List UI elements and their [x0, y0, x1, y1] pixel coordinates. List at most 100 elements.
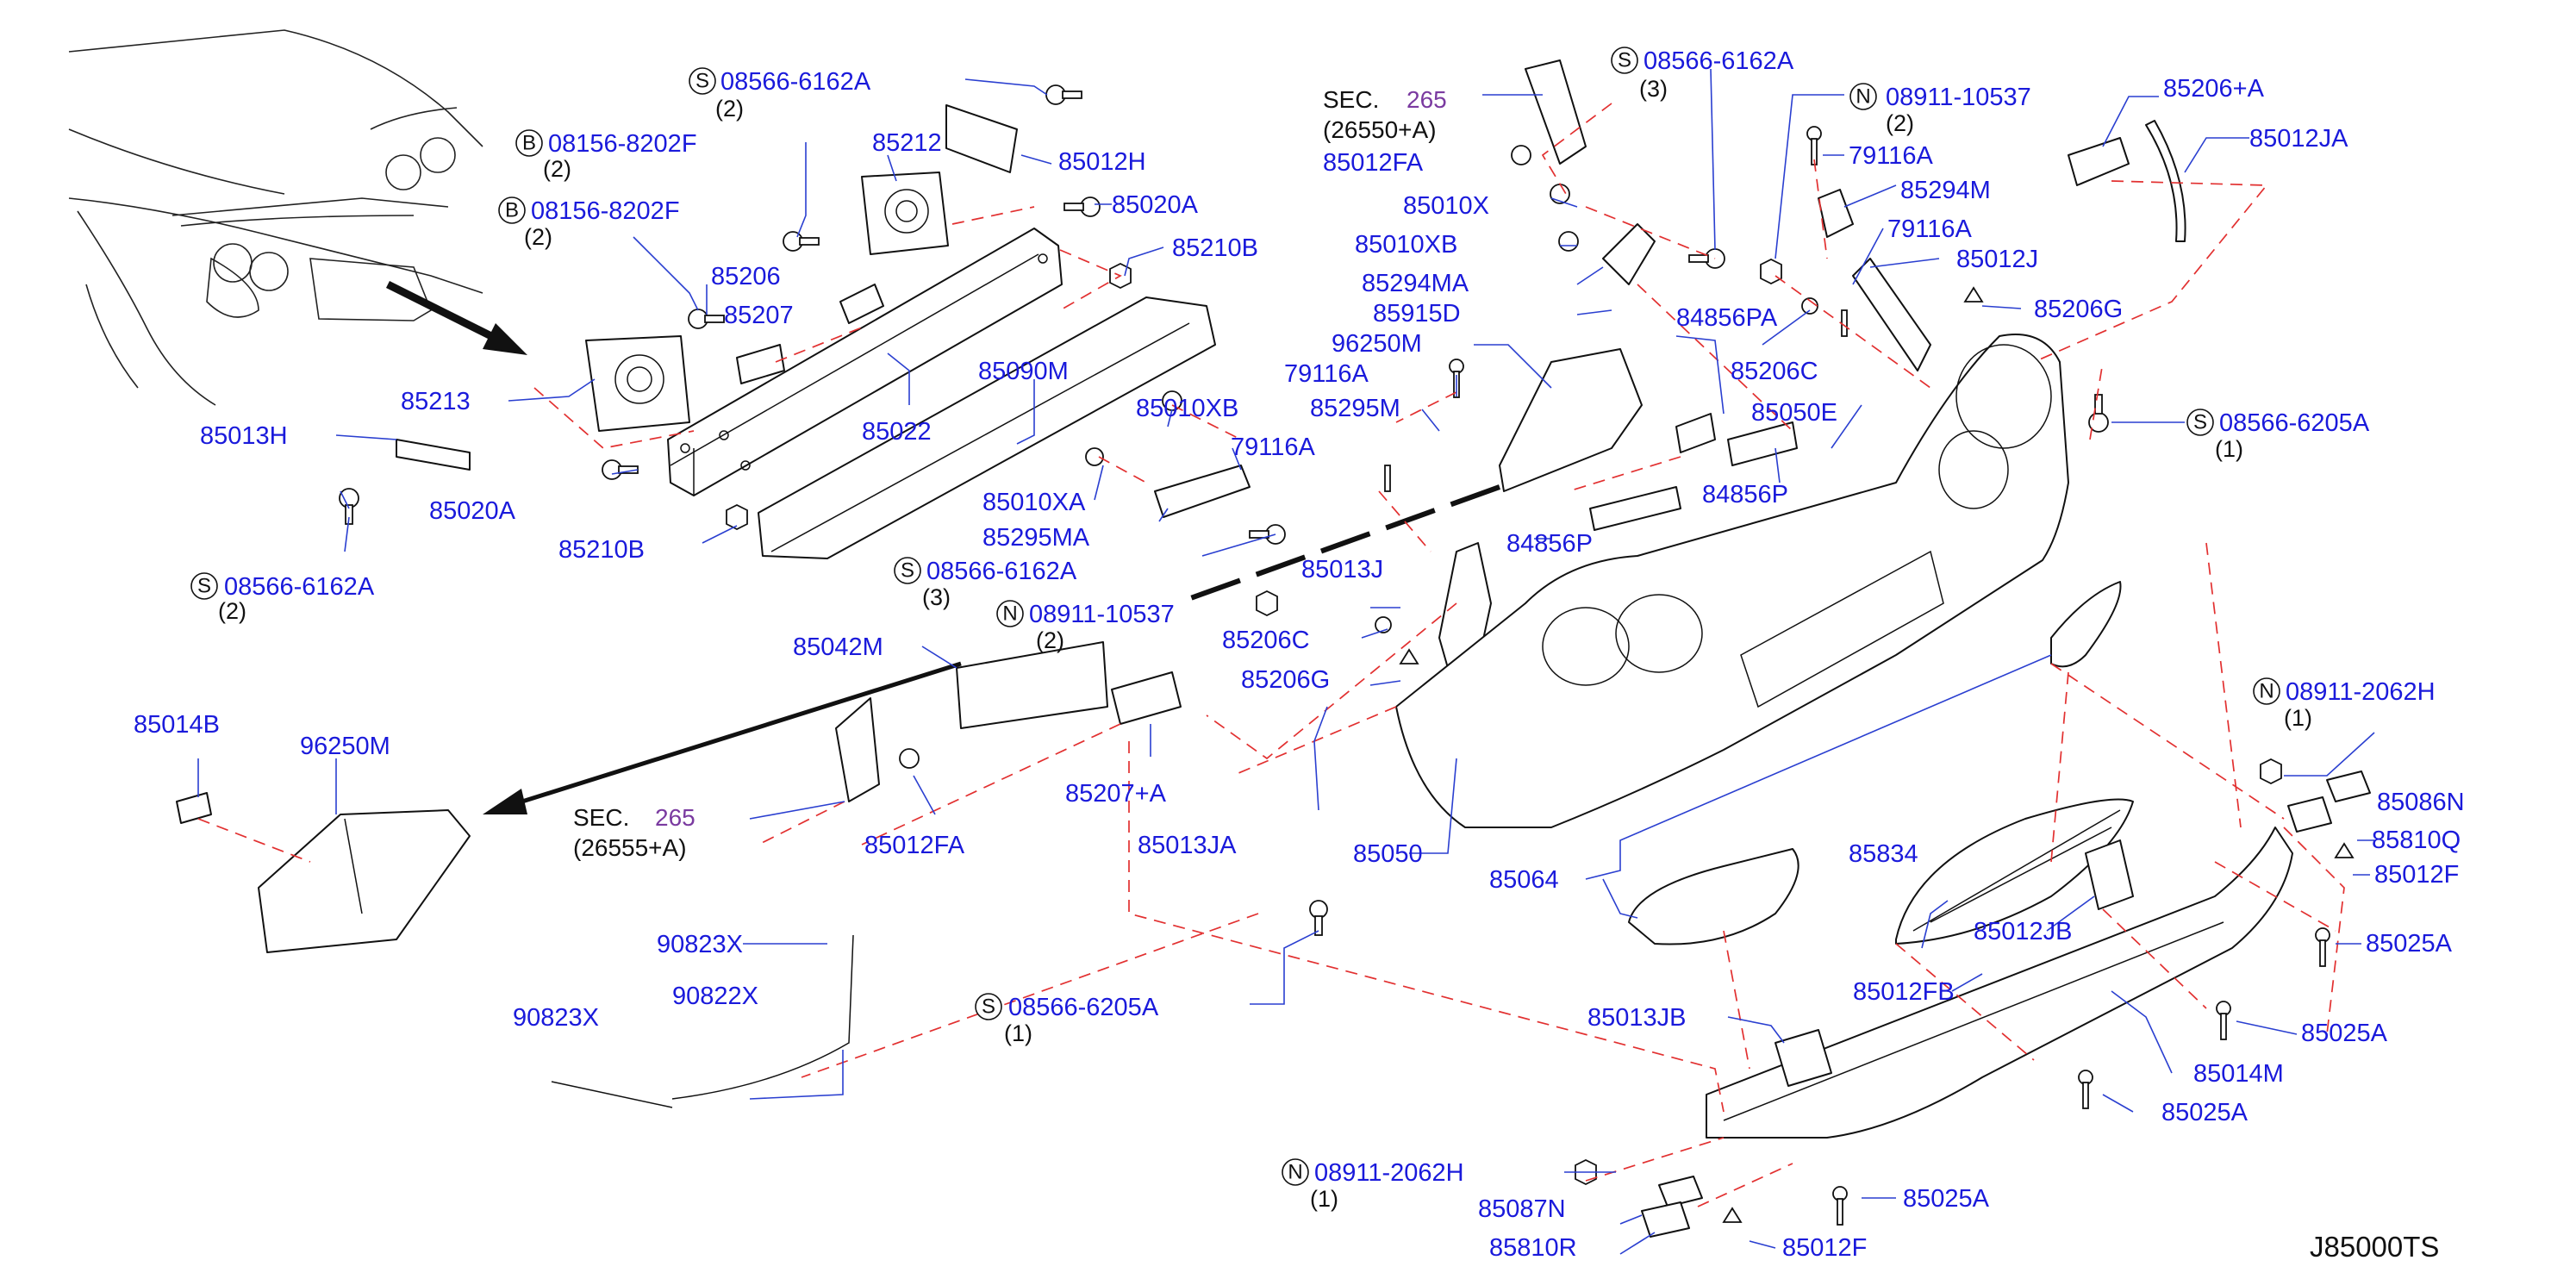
- direction-arrow: [385, 280, 527, 355]
- part-label-85206[interactable]: 85206: [711, 263, 781, 290]
- part-label-79116A[interactable]: 79116A: [1887, 215, 1972, 243]
- part-label-85012FA[interactable]: 85012FA: [864, 832, 965, 859]
- part-label-85042M[interactable]: 85042M: [793, 633, 883, 661]
- part-label-85213[interactable]: 85213: [401, 388, 471, 415]
- bracket-85294M: [1818, 189, 1854, 238]
- part-label-85020A[interactable]: 85020A: [429, 497, 516, 525]
- part-label-85014M[interactable]: 85014M: [2193, 1060, 2284, 1088]
- part-label-85025A[interactable]: 85025A: [2301, 1020, 2388, 1047]
- part-label-85810Q[interactable]: 85810Q: [2372, 827, 2461, 854]
- part-label-08156-8202F[interactable]: B 08156-8202F (2): [498, 197, 680, 250]
- part-label-85012FB[interactable]: 85012FB: [1853, 978, 1955, 1006]
- bumper-fascia-85050: [1395, 334, 2069, 828]
- label-prefix: S: [197, 575, 211, 598]
- part-label-90822X[interactable]: 90822X: [672, 983, 758, 1010]
- label-prefix: S: [901, 559, 914, 583]
- part-label-85064[interactable]: 85064: [1489, 866, 1559, 894]
- part-label-08911-2062H[interactable]: N 08911-2062H (1): [2253, 677, 2436, 731]
- part-label-84856P[interactable]: 84856P: [1506, 530, 1593, 558]
- part-label-85013J[interactable]: 85013J: [1301, 556, 1383, 583]
- part-label-08911-10537[interactable]: N 08911-10537 (2): [996, 600, 1175, 653]
- part-label-08566-6162A[interactable]: S 08566-6162A (3): [1611, 47, 1794, 102]
- pad-84856PA: [1675, 413, 1716, 453]
- reflector-85064: [1628, 581, 2122, 945]
- part-label-84856PA[interactable]: 84856PA: [1676, 304, 1778, 332]
- part-label-85025A[interactable]: 85025A: [2161, 1099, 2249, 1126]
- part-label-85210B[interactable]: 85210B: [1172, 234, 1258, 262]
- section-sub: (26555+A): [573, 834, 687, 861]
- part-label-08911-2062H[interactable]: N 08911-2062H (1): [1282, 1158, 1464, 1212]
- part-label-85206C[interactable]: 85206C: [1731, 358, 1818, 385]
- part-label-79116A[interactable]: 79116A: [1849, 142, 1933, 170]
- part-label-79116A[interactable]: 79116A: [1231, 434, 1315, 461]
- part-label-85295MA[interactable]: 85295MA: [982, 524, 1090, 552]
- part-label-08156-8202F[interactable]: B 08156-8202F (2): [515, 129, 697, 182]
- part-label-85010X[interactable]: 85010X: [1403, 192, 1489, 220]
- part-label-08566-6162A[interactable]: S 08566-6162A (3): [894, 557, 1077, 610]
- part-label-85012JA[interactable]: 85012JA: [2249, 125, 2348, 153]
- part-label-85206A[interactable]: 85206+A: [2163, 75, 2265, 103]
- label-prefix: N: [1002, 602, 1017, 626]
- part-label-85206G[interactable]: 85206G: [1241, 666, 1330, 694]
- part-label-85087N[interactable]: 85087N: [1478, 1195, 1566, 1223]
- part-label-85294M[interactable]: 85294M: [1900, 177, 1991, 204]
- part-label-85012H[interactable]: 85012H: [1058, 148, 1146, 176]
- part-label-90823X[interactable]: 90823X: [657, 931, 743, 958]
- part-label-85294MA[interactable]: 85294MA: [1362, 270, 1469, 297]
- part-label-85050E[interactable]: 85050E: [1751, 399, 1837, 427]
- section-number: 265: [655, 804, 695, 831]
- part-label-90823X[interactable]: 90823X: [513, 1004, 599, 1032]
- part-label-85915D[interactable]: 85915D: [1373, 300, 1461, 328]
- label-prefix: N: [1288, 1161, 1302, 1184]
- part-label-85010XB[interactable]: 85010XB: [1136, 395, 1238, 422]
- part-label-85210B[interactable]: 85210B: [558, 536, 645, 564]
- part-label-85010XA[interactable]: 85010XA: [982, 489, 1086, 516]
- part-label-84856P[interactable]: 84856P: [1702, 481, 1788, 508]
- part-label-85834[interactable]: 85834: [1849, 840, 1918, 868]
- part-label-85013JA[interactable]: 85013JA: [1138, 832, 1237, 859]
- section-prefix: SEC.: [573, 804, 629, 831]
- bracket-85213: [585, 335, 690, 432]
- part-label-85012FA[interactable]: 85012FA: [1323, 149, 1424, 177]
- part-label-79116A[interactable]: 79116A: [1284, 360, 1369, 388]
- label-text: 08566-6162A: [926, 558, 1077, 585]
- leader-lines: [197, 68, 2375, 1255]
- part-label-85025A[interactable]: 85025A: [1903, 1185, 1990, 1213]
- part-label-85010XB[interactable]: 85010XB: [1355, 231, 1457, 259]
- part-label-85206C[interactable]: 85206C: [1222, 627, 1310, 654]
- part-label-85014B[interactable]: 85014B: [134, 711, 220, 739]
- part-label-85022[interactable]: 85022: [862, 418, 932, 446]
- part-label-08911-10537[interactable]: N 08911-10537 (2): [1849, 83, 2031, 136]
- section-ref-265-lower[interactable]: SEC. 265 (26555+A): [573, 804, 695, 861]
- cover-85810Q: [2287, 796, 2332, 833]
- bracket-85014B: [176, 792, 212, 824]
- side-bracket-96250M-left: [258, 809, 471, 953]
- part-label-85086N[interactable]: 85086N: [2377, 789, 2465, 816]
- part-label-08566-6162A[interactable]: S 08566-6162A (2): [190, 572, 375, 624]
- section-ref-265-upper[interactable]: SEC. 265 (26550+A): [1323, 86, 1447, 143]
- part-label-85212[interactable]: 85212: [872, 129, 942, 157]
- part-label-85810R[interactable]: 85810R: [1489, 1234, 1577, 1262]
- part-label-08566-6205A[interactable]: S 08566-6205A (1): [975, 993, 1159, 1046]
- part-label-85012J[interactable]: 85012J: [1956, 246, 2038, 273]
- bracket-85012FA-side: [835, 697, 880, 802]
- label-text: 08566-6162A: [224, 573, 375, 601]
- part-label-85012JB[interactable]: 85012JB: [1974, 918, 2073, 945]
- part-label-08566-6162A[interactable]: S 08566-6162A (2): [689, 67, 871, 122]
- part-label-85013H[interactable]: 85013H: [200, 422, 288, 450]
- part-label-85207A[interactable]: 85207+A: [1065, 780, 1167, 808]
- part-label-85090M[interactable]: 85090M: [978, 358, 1069, 385]
- part-label-85207[interactable]: 85207: [724, 302, 794, 329]
- part-label-85050[interactable]: 85050: [1353, 840, 1423, 868]
- part-label-96250M[interactable]: 96250M: [1332, 330, 1422, 358]
- part-label-85012F[interactable]: 85012F: [1782, 1234, 1867, 1262]
- part-label-85020A[interactable]: 85020A: [1112, 191, 1199, 219]
- part-label-85013JB[interactable]: 85013JB: [1587, 1004, 1687, 1032]
- part-label-85025A[interactable]: 85025A: [2366, 930, 2453, 958]
- part-label-85295M[interactable]: 85295M: [1310, 395, 1400, 422]
- part-label-96250M[interactable]: 96250M: [300, 733, 390, 760]
- part-label-85012F[interactable]: 85012F: [2374, 861, 2459, 889]
- lower-diffuser-85014M: [1706, 827, 2293, 1139]
- part-label-08566-6205A[interactable]: S 08566-6205A (1): [2186, 409, 2370, 462]
- part-label-85206G[interactable]: 85206G: [2034, 296, 2123, 323]
